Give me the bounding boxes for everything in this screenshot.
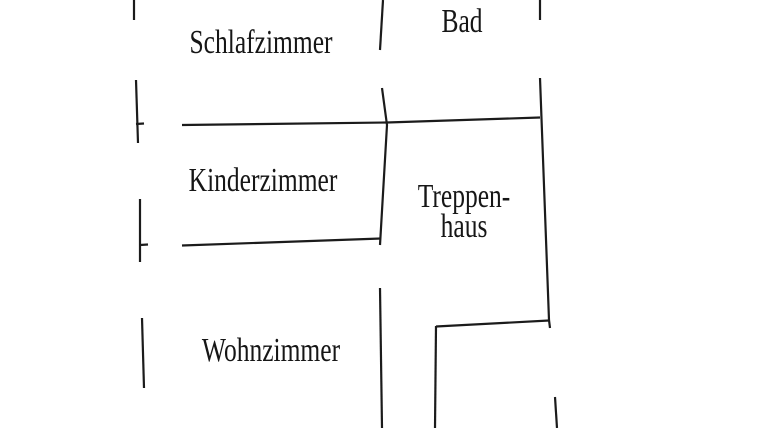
wall-bad-left xyxy=(378,0,385,51)
wall-schlafzimmer-kinderzimmer xyxy=(181,116,541,127)
room-label-kinderzimmer: Kinderzimmer xyxy=(188,162,338,199)
wall-treppenhaus-bottom xyxy=(435,319,550,328)
wall-left-kinderzimmer-upper xyxy=(134,79,140,144)
wall-left-wohnzimmer xyxy=(140,317,146,389)
room-label-schlafzimmer: Schlafzimmer xyxy=(189,24,333,61)
wall-bottom-right-stub xyxy=(553,396,559,428)
room-label-treppenhaus-line1: Treppen- xyxy=(417,178,511,215)
wall-wohnzimmer-right xyxy=(378,287,384,428)
room-label-treppenhaus-line2: haus xyxy=(440,208,488,245)
room-label-wohnzimmer: Wohnzimmer xyxy=(201,332,341,369)
wall-treppenhaus-right xyxy=(538,77,552,329)
door-stub-kinderzimmer-icon xyxy=(135,122,145,126)
wall-kinderzimmer-wohnzimmer xyxy=(181,237,382,247)
room-label-treppenhaus: Treppen- haus xyxy=(417,178,511,245)
wall-treppenhaus-left xyxy=(378,87,389,246)
room-label-bad: Bad xyxy=(441,3,483,40)
wall-corridor-left xyxy=(433,325,438,428)
door-stub-wohnzimmer-icon xyxy=(139,243,149,247)
